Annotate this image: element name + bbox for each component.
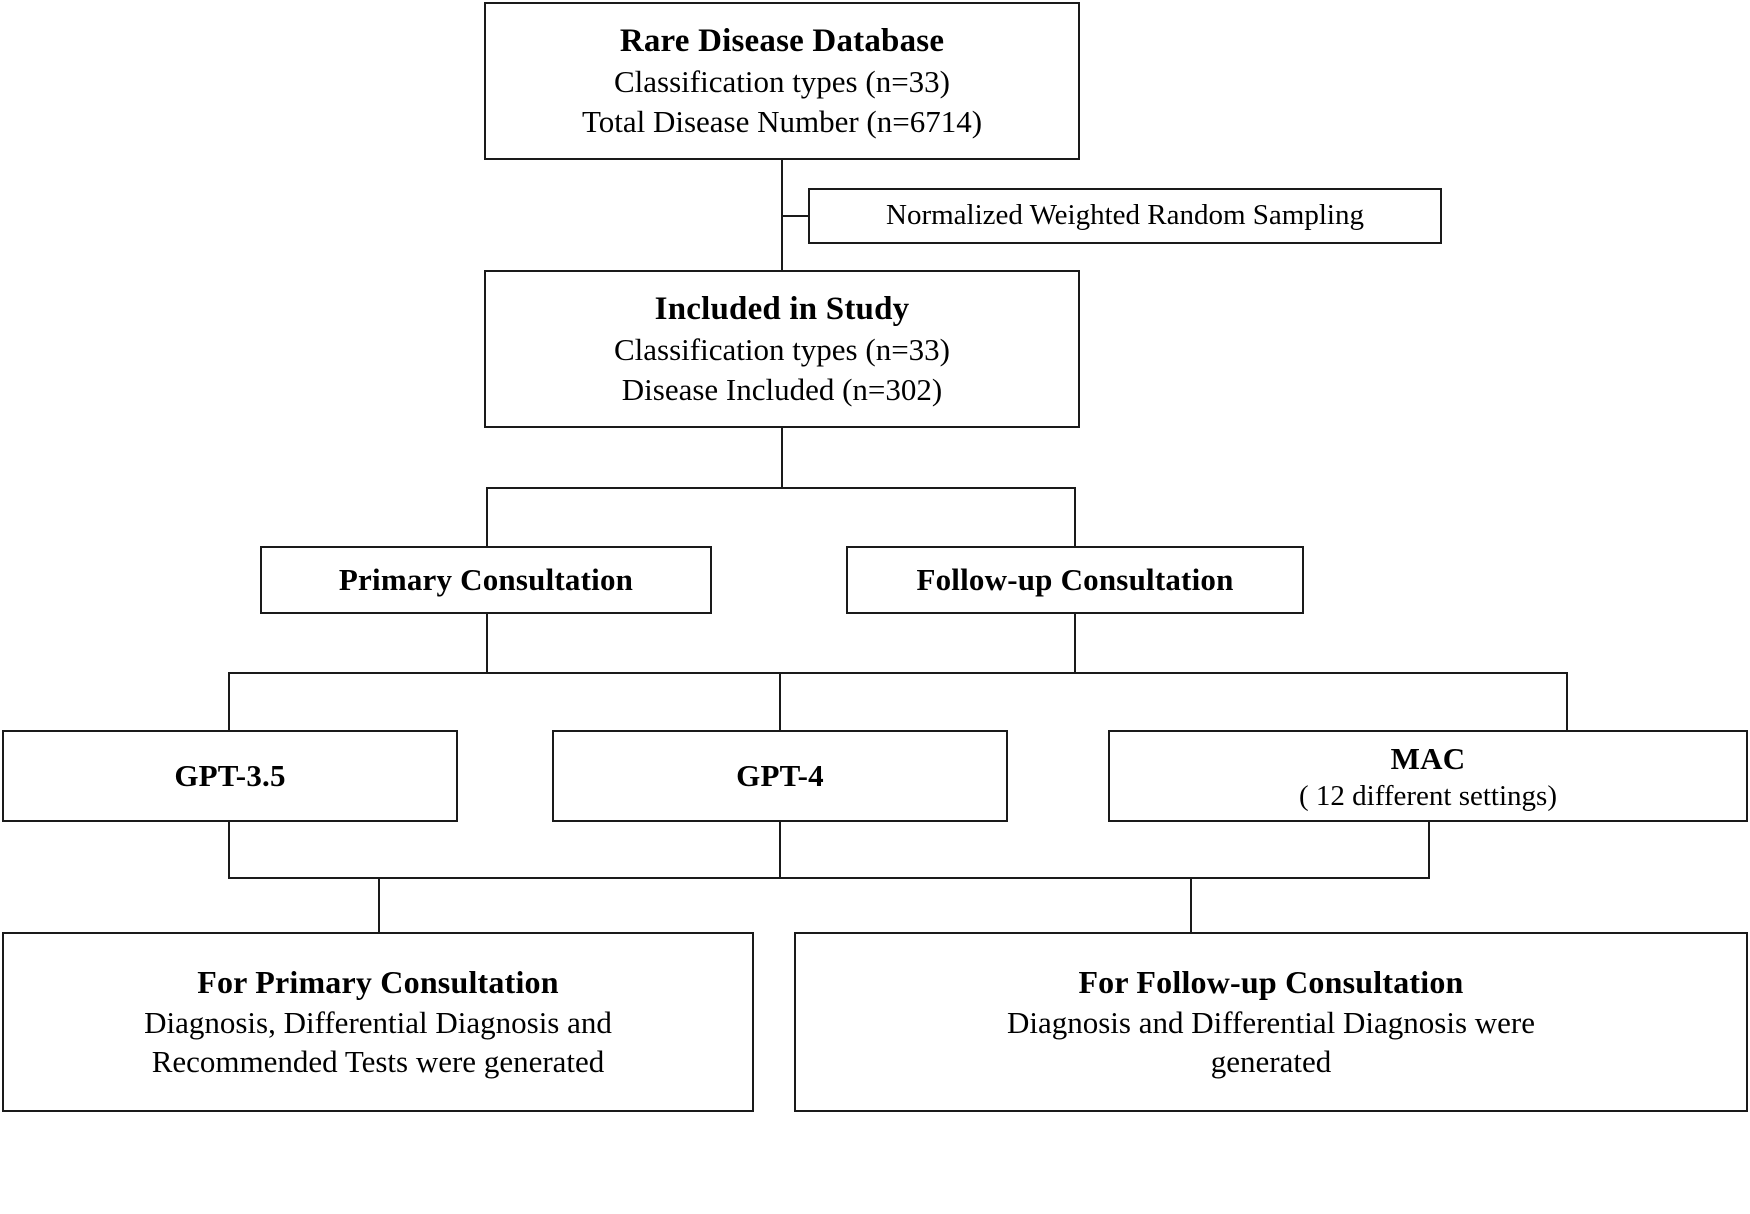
- database-total-disease-number: Total Disease Number (n=6714): [581, 104, 983, 140]
- connector-bus-to-mac: [1566, 672, 1568, 730]
- node-normalized-weighted-random-sampling[interactable]: Normalized Weighted Random Sampling: [808, 188, 1442, 244]
- node-gpt-4[interactable]: GPT-4: [552, 730, 1008, 822]
- connector-gpt35-down: [228, 822, 230, 878]
- connector-bus-to-gpt35: [228, 672, 230, 730]
- primary-consultation-title: Primary Consultation: [338, 562, 634, 598]
- output-primary-line1: Diagnosis, Differential Diagnosis and: [144, 1004, 612, 1040]
- gpt4-title: GPT-4: [736, 758, 824, 794]
- database-classification-types: Classification types (n=33): [613, 64, 951, 100]
- node-included-in-study[interactable]: Included in Study Classification types (…: [484, 270, 1080, 428]
- database-title: Rare Disease Database: [619, 23, 945, 60]
- output-followup-title: For Follow-up Consultation: [1078, 963, 1464, 1000]
- connector-model-bus: [228, 672, 1568, 674]
- followup-consultation-title: Follow-up Consultation: [916, 562, 1234, 598]
- connector-gpt4-down: [779, 822, 781, 878]
- connector-followup-down: [1074, 614, 1076, 673]
- gpt35-title: GPT-3.5: [174, 758, 286, 794]
- node-primary-consultation[interactable]: Primary Consultation: [260, 546, 712, 614]
- sampling-label: Normalized Weighted Random Sampling: [886, 199, 1364, 232]
- node-followup-consultation[interactable]: Follow-up Consultation: [846, 546, 1304, 614]
- node-gpt-3-5[interactable]: GPT-3.5: [2, 730, 458, 822]
- output-followup-line2: generated: [1210, 1044, 1332, 1080]
- mac-subtitle: ( 12 different settings): [1299, 780, 1557, 813]
- included-title: Included in Study: [654, 291, 910, 328]
- connector-bus-to-output-primary: [378, 877, 380, 933]
- connector-bus-to-output-followup: [1190, 877, 1192, 933]
- node-output-primary-consultation[interactable]: For Primary Consultation Diagnosis, Diff…: [2, 932, 754, 1112]
- connector-sampling-tether: [781, 215, 810, 217]
- node-output-followup-consultation[interactable]: For Follow-up Consultation Diagnosis and…: [794, 932, 1748, 1112]
- connector-consultation-bus: [486, 487, 1076, 489]
- output-followup-line1: Diagnosis and Differential Diagnosis wer…: [1006, 1004, 1535, 1040]
- node-mac[interactable]: MAC ( 12 different settings): [1108, 730, 1748, 822]
- output-primary-line2: Recommended Tests were generated: [151, 1044, 605, 1080]
- connector-primary-down: [486, 614, 488, 673]
- included-classification-types: Classification types (n=33): [613, 332, 951, 368]
- connector-bus-to-primary: [486, 487, 488, 546]
- included-disease-included: Disease Included (n=302): [621, 372, 943, 408]
- connector-bus-to-gpt4: [779, 672, 781, 730]
- connector-output-bus: [228, 877, 1430, 879]
- connector-included-down: [781, 428, 783, 488]
- node-rare-disease-database[interactable]: Rare Disease Database Classification typ…: [484, 2, 1080, 160]
- output-primary-title: For Primary Consultation: [197, 963, 559, 1000]
- connector-bus-to-followup: [1074, 487, 1076, 546]
- mac-title: MAC: [1390, 740, 1466, 776]
- connector-mac-down: [1428, 822, 1430, 878]
